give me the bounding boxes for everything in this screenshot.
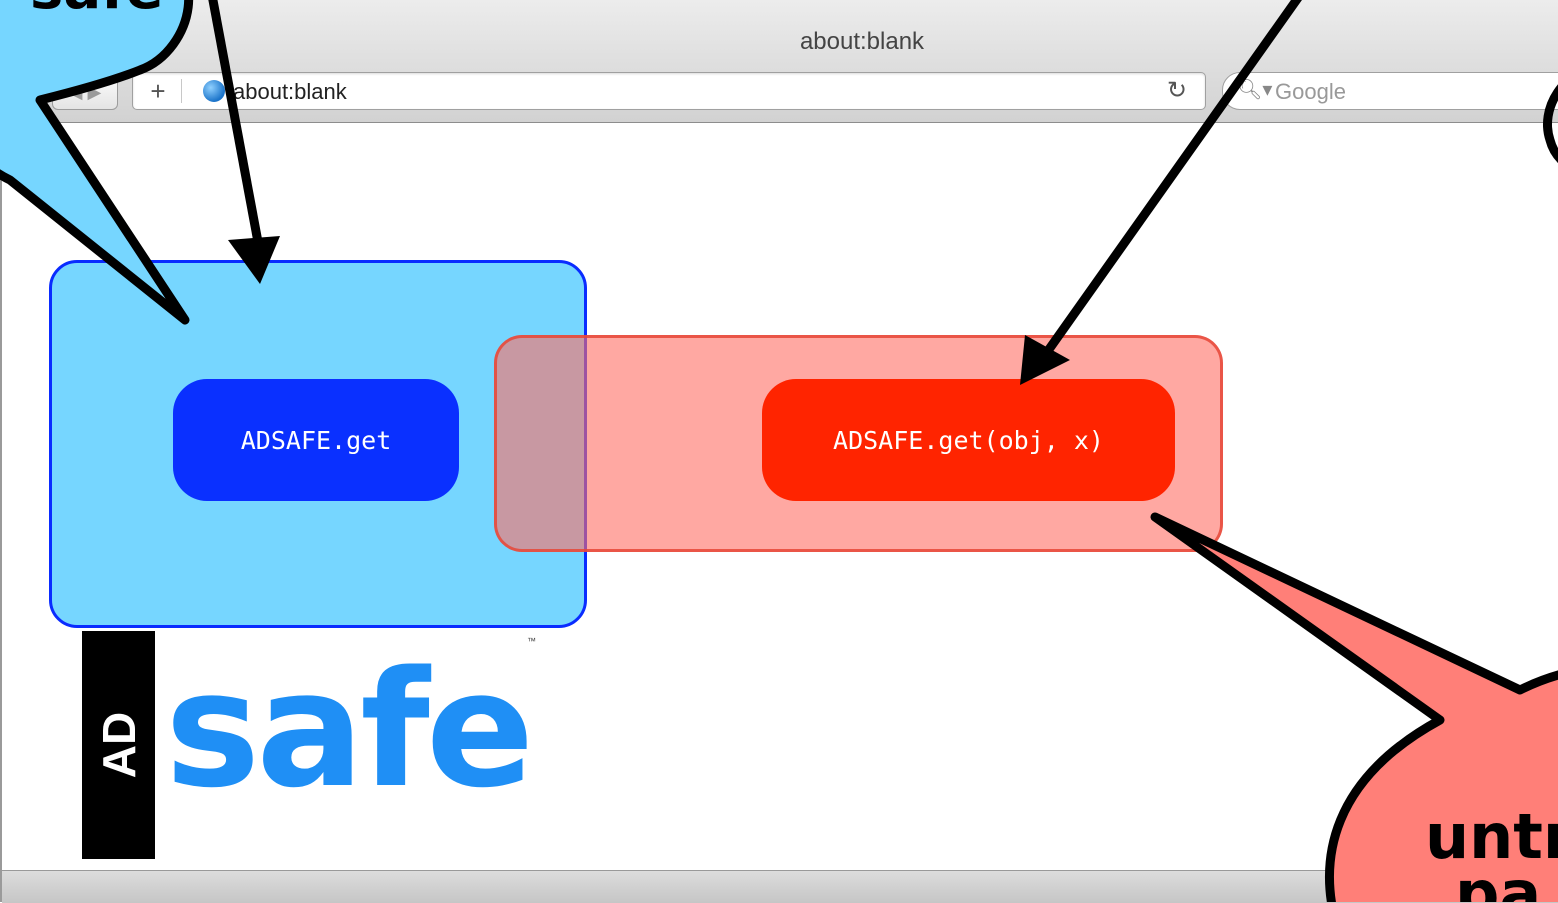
top-right-partial-circle [1548,60,1558,180]
arrow-to-adsafe-call-head [1020,335,1070,385]
arrow-to-adsafe-call [1045,0,1300,355]
left-speech-bubble [0,0,189,320]
arrow-to-adsafe-get [212,0,258,242]
left-bubble-text: safe [30,0,163,22]
arrow-to-adsafe-get-head [228,236,280,284]
right-bubble-text-line2: pa [1455,857,1541,902]
